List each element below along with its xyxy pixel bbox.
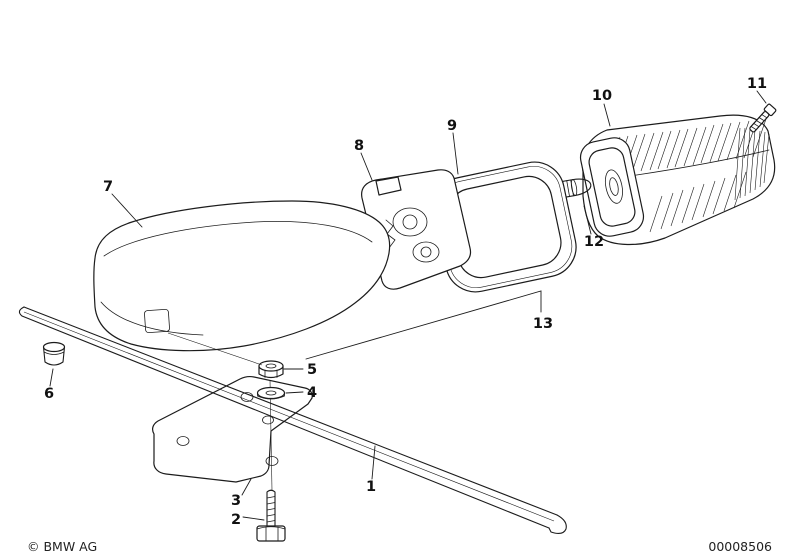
part-label-4: 4 [307, 385, 317, 401]
leader-4 [285, 391, 304, 394]
document-number: 00008506 [708, 539, 772, 554]
part-label-13: 13 [533, 316, 553, 332]
part-label-7: 7 [103, 179, 113, 195]
part-label-10: 10 [592, 88, 612, 104]
part-4-washer [256, 386, 286, 400]
housing-end-ribs [734, 127, 770, 201]
leader-lines [49, 90, 767, 521]
leader-6 [49, 368, 54, 387]
part-label-2: 2 [231, 512, 241, 528]
leader-9 [452, 132, 459, 175]
part-6-buffer [42, 341, 66, 366]
leader-13 [305, 290, 542, 360]
part-label-6: 6 [44, 386, 54, 402]
leader-11 [756, 90, 767, 104]
leader-3 [241, 478, 252, 496]
copyright-text: © BMW AG [27, 539, 97, 554]
part-9-gasket [433, 161, 577, 293]
footer: © BMW AG 00008506 [27, 539, 772, 554]
part-5-hex-nut [258, 360, 284, 379]
part-7-lens [93, 200, 391, 352]
leader-10 [603, 103, 611, 127]
leader-7 [111, 193, 143, 228]
part-2-hex-bolt [256, 489, 286, 542]
part-label-12: 12 [584, 234, 604, 250]
part-label-3: 3 [231, 493, 241, 509]
part-label-5: 5 [307, 362, 317, 378]
part-1-mounting-rail [18, 306, 567, 535]
housing-hatching-bottom [649, 171, 747, 233]
part-8-bulb-carrier [361, 169, 472, 290]
housing-bulb-opening [579, 137, 645, 237]
lens-tab-axis-line [167, 332, 263, 366]
part-11-screw [749, 103, 777, 133]
leader-12 [583, 205, 592, 235]
part-3-bracket-plate [152, 376, 313, 483]
leader-8 [360, 152, 373, 181]
part-label-11: 11 [747, 76, 767, 92]
part-label-9: 9 [447, 118, 457, 134]
leader-2 [242, 516, 265, 521]
leader-1 [371, 445, 376, 480]
part-label-8: 8 [354, 138, 364, 154]
part-label-1: 1 [366, 479, 376, 495]
part-labels: 1 2 3 4 5 6 7 8 9 10 11 12 13 [44, 76, 767, 528]
part-10-housing [579, 114, 776, 246]
